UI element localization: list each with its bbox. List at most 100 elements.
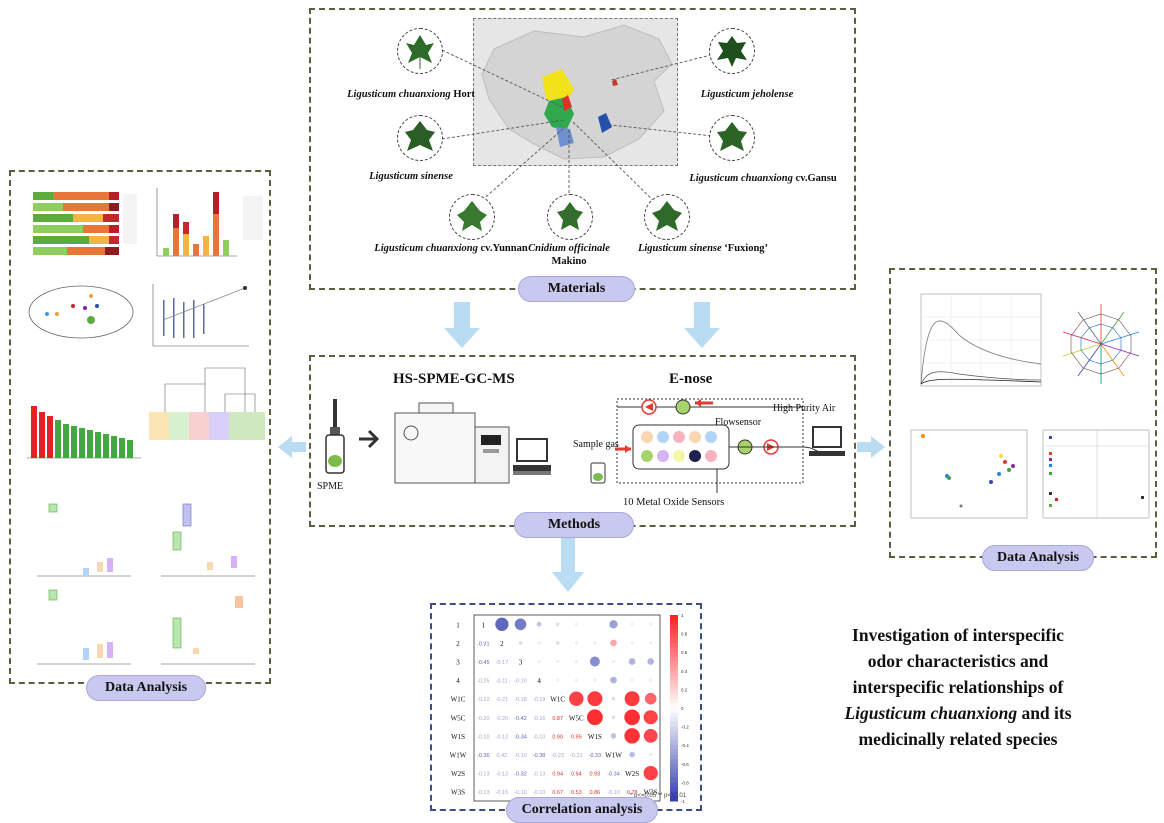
corr-circle	[611, 697, 616, 701]
corr-value: -0.13	[533, 772, 546, 778]
corr-value: -0.10	[607, 790, 620, 796]
corr-circle	[612, 660, 615, 663]
corr-circle	[593, 641, 597, 645]
corr-scale-label: -0.8	[681, 780, 689, 785]
corr-scale-label: 0.2	[681, 687, 688, 692]
label-jeholense: Ligusticum jeholense	[700, 89, 794, 100]
china-map	[473, 18, 678, 166]
corr-value: 0.53	[571, 790, 582, 796]
gcms-title: HS-SPME-GC-MS	[393, 371, 515, 387]
cluster-heatmap	[149, 367, 265, 440]
corr-scale-step	[670, 661, 678, 667]
corr-circle	[644, 692, 657, 705]
label-hort: Ligusticum chuanxiong Hort	[347, 89, 475, 100]
corr-circle	[536, 621, 542, 627]
plant-cnidium-image	[547, 194, 593, 240]
corr-value: -0.11	[496, 679, 508, 685]
corr-circle	[574, 678, 578, 682]
plant-yunnan-image	[449, 194, 495, 240]
corr-scale-label: 0.4	[681, 669, 688, 674]
title-line-4: Ligusticum chuanxiong and its	[844, 703, 1072, 723]
correlation-label: Correlation analysis	[506, 797, 658, 823]
corr-value: -0.10	[533, 790, 546, 796]
corr-row-label: W1C	[451, 696, 466, 704]
corr-value: -0.12	[496, 772, 509, 778]
corr-circle	[593, 622, 597, 626]
corr-row-label: W1S	[451, 733, 465, 741]
corr-scale-step	[670, 666, 678, 672]
corr-scale-step	[670, 721, 678, 728]
enose-title: E-nose	[669, 371, 713, 387]
corr-scale-label: 0.8	[681, 632, 688, 637]
corr-row-label: 3	[456, 659, 460, 667]
corr-value: -0.10	[514, 679, 527, 685]
corr-circle	[624, 728, 640, 744]
label-yunnan: Ligusticum chuanxiong cv.Yunnan	[374, 243, 528, 254]
corr-value: -0.20	[496, 716, 509, 722]
corr-value: -0.15	[496, 790, 509, 796]
corr-circle	[556, 641, 560, 645]
corr-value: -0.10	[514, 790, 527, 796]
corr-circle	[610, 639, 617, 647]
corr-scale-step	[670, 698, 678, 704]
pca-score-plot	[28, 285, 134, 339]
corr-circle	[630, 678, 634, 682]
corr-scale-step	[670, 647, 678, 653]
enose-schematic	[590, 398, 845, 493]
corr-circle	[537, 660, 541, 663]
high-purity-air-label: High Purity Air	[773, 403, 836, 414]
loading-plot	[1042, 429, 1150, 519]
corr-circle	[610, 733, 617, 739]
corr-scale-step	[670, 670, 678, 676]
corr-row-label: W1W	[450, 752, 467, 760]
corr-scale-step	[670, 740, 678, 746]
box-plot-4	[161, 596, 255, 665]
corr-diag-label: W1S	[588, 733, 602, 741]
corr-diag-label: W1W	[605, 752, 622, 760]
corr-scale-step	[670, 624, 678, 630]
corr-value: -0.23	[551, 753, 564, 759]
correlation-footnote: * p<=0.05 ** p<=0.01	[630, 793, 687, 799]
corr-value: -0.21	[496, 697, 509, 703]
flowsensor-label: Flowsensor	[715, 417, 762, 428]
corr-value: -0.21	[570, 753, 583, 759]
corr-value: -0.25	[477, 679, 490, 685]
title-line-2: odor characteristics and	[867, 651, 1049, 671]
corr-row-label: 2	[456, 640, 460, 648]
corr-scale-step	[670, 731, 678, 737]
corr-circle	[649, 678, 653, 682]
sensor-response-chart	[920, 293, 1042, 387]
corr-scale-step	[670, 615, 678, 621]
corr-scale-step	[670, 759, 678, 765]
corr-circle	[556, 622, 560, 626]
corr-scale-step	[670, 708, 678, 714]
corr-scale-label: -0.2	[681, 725, 689, 730]
main-title: Investigation of interspecific odor char…	[818, 622, 1098, 752]
arrow-left-analysis	[278, 436, 306, 458]
plant-hort-image	[397, 28, 443, 74]
vip-bar-chart	[27, 406, 141, 459]
corr-circle	[589, 656, 600, 667]
plant-gansu-image	[709, 115, 755, 161]
title-line-1: Investigation of interspecific	[852, 625, 1064, 645]
gcms-arrow-icon	[359, 429, 380, 449]
corr-scale-step	[670, 796, 678, 802]
permutation-plot	[152, 284, 249, 347]
corr-circle	[593, 678, 597, 682]
corr-circle	[569, 691, 584, 706]
corr-frame	[473, 614, 661, 802]
plant-fuxiong-image	[644, 194, 690, 240]
corr-circle	[630, 622, 634, 626]
corr-scale-label: -0.6	[681, 762, 689, 767]
right-analysis-label: Data Analysis	[982, 545, 1094, 571]
materials-label: Materials	[518, 276, 635, 302]
corr-scale-step	[670, 694, 678, 700]
corr-scale-step	[670, 633, 678, 639]
box-plot-2	[161, 503, 255, 577]
corr-circle	[610, 676, 617, 684]
plant-sinense-image	[397, 115, 443, 161]
left-analysis-label: Data Analysis	[86, 675, 206, 701]
corr-value: 0.78	[627, 790, 638, 796]
